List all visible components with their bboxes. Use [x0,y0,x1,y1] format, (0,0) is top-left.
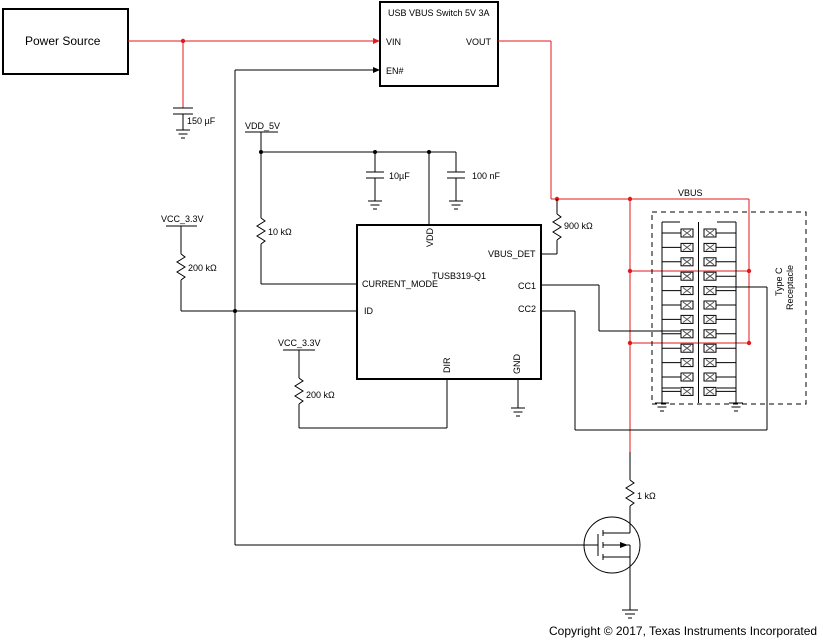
res-200k-dir-value: 200 kΩ [306,390,335,400]
chip-name: TUSB319-Q1 [432,271,486,281]
vin-net [128,38,380,108]
receptacle-pin-hatch [705,316,715,323]
receptacle-pin-hatch [705,330,715,338]
vbus-switch-block: USB VBUS Switch 5V 3A VIN EN# VOUT [379,1,499,87]
chip-dir-pin: DIR [442,357,452,373]
switch-vout-pin: VOUT [466,37,492,47]
res-10k-value: 10 kΩ [268,227,292,237]
cap-10uf-value: 10µF [389,171,410,181]
chip-id-pin: ID [364,306,374,316]
resistor-900k: 900 kΩ [541,199,593,255]
receptacle-pin-hatch [682,388,692,395]
switch-vin-pin: VIN [386,37,401,47]
receptacle-pin-hatch [705,258,715,266]
capacitor-100nf: 100 nF [447,152,501,210]
chip-gnd-pin: GND [512,354,522,375]
receptacle-pin-hatch [682,359,692,366]
receptacle-pin-hatch [705,229,715,237]
power-source-block: Power Source [2,8,129,75]
receptacle-pin-hatch [682,330,692,338]
chip-current-mode-pin: CURRENT_MODE [362,279,438,289]
receptacle-pin-hatch [682,272,692,280]
res-900k-value: 900 kΩ [564,221,593,231]
copyright-text: Copyright © 2017, Texas Instruments Inco… [549,624,817,638]
enable-net [233,67,598,546]
type-c-receptacle: Type C Receptacle [651,211,807,412]
res-200k-id-value: 200 kΩ [188,263,217,273]
resistor-200k-dir: VCC_3.3V 200 kΩ [278,338,448,429]
receptacle-pin-hatch [682,244,692,251]
cc-nets [541,284,768,431]
receptacle-pin-hatch [705,373,715,381]
receptacle-pin-hatch [682,301,692,309]
cap-100nf-value: 100 nF [472,171,501,181]
pin-rows [662,228,736,396]
receptacle-pin-hatch [705,287,715,294]
receptacle-pin-hatch [682,344,692,352]
vout-net: VBUS [498,40,752,452]
receptacle-outline [651,211,807,405]
receptacle-pin-hatch [682,229,692,237]
mosfet-ground [622,609,638,619]
receptacle-pin-hatch [705,359,715,366]
receptacle-pin-hatch [682,258,692,266]
tusb319-chip: TUSB319-Q1 VBUS_DET CURRENT_MODE ID CC1 … [356,224,542,380]
resistor-200k-id: VCC_3.3V 200 kΩ [161,214,357,312]
chip-cc1-pin: CC1 [518,281,536,291]
chip-cc2-pin: CC2 [518,304,536,314]
vcc-33-label-b: VCC_3.3V [278,338,321,348]
receptacle-pin-hatch [705,272,715,280]
mosfet-body [583,516,641,574]
cap-input-value: 150 µF [187,116,216,126]
receptacle-pin-hatch [705,344,715,352]
receptacle-pin-hatch [682,316,692,323]
vdd-5v-net: VDD_5V [245,121,456,225]
power-source-label: Power Source [25,34,101,48]
switch-title: USB VBUS Switch 5V 3A [388,8,490,18]
switch-en-pin: EN# [386,66,404,76]
capacitor-10uf: 10µF [366,152,410,210]
receptacle-pin-hatch [682,287,692,294]
junction-dot [746,268,752,274]
chip-vbus-det-pin: VBUS_DET [488,249,536,259]
junction-dot [627,268,633,274]
vcc-33-label-a: VCC_3.3V [161,214,204,224]
receptacle-pin-hatch [705,301,715,309]
junction-dot [746,340,752,346]
vdd-5v-label: VDD_5V [245,121,280,131]
chip-ground [511,379,525,417]
receptacle-pin-hatch [682,373,692,381]
res-1k-value: 1 kΩ [637,491,656,501]
receptacle-pin-hatch [705,244,715,251]
chip-vdd-pin: VDD [425,227,435,247]
junction-dot [627,340,633,346]
receptacle-label-line2: Receptacle [785,265,795,310]
receptacle-pin-hatch [705,388,715,395]
receptacle-label-line1: Type C [774,267,784,296]
input-capacitor: 150 µF [173,107,216,139]
mosfet [583,516,641,610]
resistor-1k: 1 kΩ [625,452,656,528]
vbus-net-label: VBUS [678,188,703,198]
resistor-10k: 10 kΩ [256,152,357,285]
